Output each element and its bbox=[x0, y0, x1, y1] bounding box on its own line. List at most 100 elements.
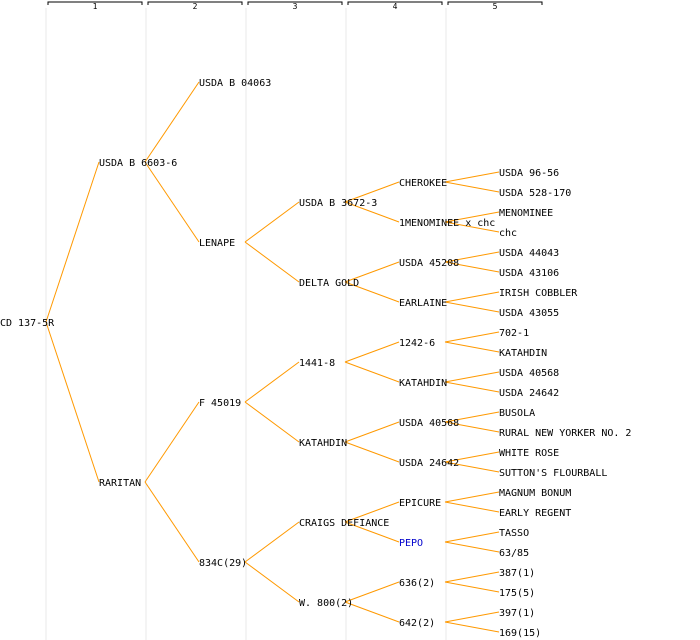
edge-n14-n28 bbox=[444, 221, 500, 233]
pedigree-edges bbox=[45, 81, 500, 633]
edge-n13-n25 bbox=[444, 171, 500, 183]
edge-n9-n17 bbox=[344, 341, 400, 363]
pedigree-node-n35: USDA 40568 bbox=[499, 368, 559, 379]
edge-n2-n5 bbox=[144, 401, 200, 483]
edge-n8-n16 bbox=[344, 281, 400, 303]
pedigree-node-n23: 636(2) bbox=[399, 578, 435, 589]
pedigree-node-n36: USDA 24642 bbox=[499, 388, 559, 399]
pedigree-node-n25: USDA 96-56 bbox=[499, 168, 559, 179]
edge-n13-n26 bbox=[444, 181, 500, 193]
edge-n2-n6 bbox=[144, 481, 200, 563]
pedigree-node-n31: IRISH COBBLER bbox=[499, 288, 578, 299]
edge-n24-n48 bbox=[444, 621, 500, 633]
edge-n7-n14 bbox=[344, 201, 400, 223]
pedigree-node-n32: USDA 43055 bbox=[499, 308, 559, 319]
edge-n11-n21 bbox=[344, 501, 400, 523]
pedigree-node-n15: USDA 45208 bbox=[399, 258, 459, 269]
pedigree-node-n26: USDA 528-170 bbox=[499, 188, 571, 199]
generation-bracket-1 bbox=[47, 1, 143, 5]
edge-n9-n18 bbox=[344, 361, 400, 383]
pedigree-node-n46: 175(5) bbox=[499, 588, 535, 599]
pedigree-node-n9: 1441-8 bbox=[299, 358, 335, 369]
pedigree-node-n16: EARLAINE bbox=[399, 298, 447, 309]
pedigree-node-n43: TASSO bbox=[499, 528, 529, 539]
edge-n16-n31 bbox=[444, 291, 500, 303]
pedigree-node-n11: CRAIGS DEFIANCE bbox=[299, 518, 389, 529]
pedigree-node-n45: 387(1) bbox=[499, 568, 535, 579]
edge-n20-n39 bbox=[444, 451, 500, 463]
edge-n6-n11 bbox=[244, 521, 300, 563]
pedigree-node-n10: KATAHDIN bbox=[299, 438, 347, 449]
pedigree-node-n12: W. 800(2) bbox=[299, 598, 353, 609]
pedigree-node-n33: 702-1 bbox=[499, 328, 529, 339]
pedigree-node-n5: F 45019 bbox=[199, 398, 241, 409]
edge-n17-n34 bbox=[444, 341, 500, 353]
generation-bracket-4 bbox=[347, 1, 443, 5]
pedigree-node-n4: LENAPE bbox=[199, 238, 235, 249]
pedigree-node-n7: USDA B 3672-3 bbox=[299, 198, 377, 209]
generation-header-4: 4 bbox=[393, 2, 398, 11]
pedigree-node-n39: WHITE ROSE bbox=[499, 448, 559, 459]
pedigree-node-n8: DELTA GOLD bbox=[299, 278, 359, 289]
edge-n10-n20 bbox=[344, 441, 400, 463]
edge-n1-n3 bbox=[144, 81, 200, 163]
generation-header-2: 2 bbox=[193, 2, 198, 11]
edge-n24-n47 bbox=[444, 611, 500, 623]
pedigree-node-n17: 1242-6 bbox=[399, 338, 435, 349]
pedigree-node-n0: CD 137-5R bbox=[0, 318, 55, 329]
edge-n11-n22 bbox=[344, 521, 400, 543]
pedigree-node-n22[interactable]: PEPO bbox=[399, 538, 423, 549]
edge-n14-n27 bbox=[444, 211, 500, 223]
edge-n22-n43 bbox=[444, 531, 500, 543]
pedigree-node-n34: KATAHDIN bbox=[499, 348, 547, 359]
pedigree-node-n21: EPICURE bbox=[399, 498, 441, 509]
generation-bracket-2 bbox=[147, 1, 243, 5]
edge-n15-n29 bbox=[444, 251, 500, 263]
edge-n1-n4 bbox=[144, 161, 200, 243]
edge-n21-n42 bbox=[444, 501, 500, 513]
pedigree-node-n44: 63/85 bbox=[499, 548, 529, 559]
pedigree-node-n41: MAGNUM BONUM bbox=[499, 488, 571, 499]
generation-header-1: 1 bbox=[93, 2, 98, 11]
pedigree-node-n3: USDA B 04063 bbox=[199, 78, 271, 89]
pedigree-node-n6: 834C(29) bbox=[199, 558, 247, 569]
pedigree-node-n14: 1MENOMINEE x chc bbox=[399, 218, 495, 229]
edge-n16-n32 bbox=[444, 301, 500, 313]
edge-n18-n36 bbox=[444, 381, 500, 393]
edge-n4-n8 bbox=[244, 241, 300, 283]
edge-n7-n13 bbox=[344, 181, 400, 203]
pedigree-node-n19: USDA 40568 bbox=[399, 418, 459, 429]
edge-n21-n41 bbox=[444, 491, 500, 503]
edge-n15-n30 bbox=[444, 261, 500, 273]
edge-n22-n44 bbox=[444, 541, 500, 553]
generation-header-3: 3 bbox=[293, 2, 298, 11]
pedigree-node-n37: BUSOLA bbox=[499, 408, 535, 419]
edge-n10-n19 bbox=[344, 421, 400, 443]
edge-n5-n9 bbox=[244, 361, 300, 403]
generation-headers: 1 2 3 4 5 bbox=[47, 1, 543, 11]
pedigree-node-n13: CHEROKEE bbox=[399, 178, 447, 189]
edge-n20-n40 bbox=[444, 461, 500, 473]
pedigree-node-n42: EARLY REGENT bbox=[499, 508, 571, 519]
pedigree-node-n48: 169(15) bbox=[499, 628, 541, 639]
column-guides bbox=[45, 8, 447, 640]
pedigree-node-n20: USDA 24642 bbox=[399, 458, 459, 469]
edge-n0-n2 bbox=[45, 321, 100, 483]
edge-n8-n15 bbox=[344, 261, 400, 283]
edge-n19-n37 bbox=[444, 411, 500, 423]
pedigree-node-n18: KATAHDIN bbox=[399, 378, 447, 389]
edge-n23-n45 bbox=[444, 571, 500, 583]
edge-n6-n12 bbox=[244, 561, 300, 603]
edge-n23-n46 bbox=[444, 581, 500, 593]
edge-n19-n38 bbox=[444, 421, 500, 433]
generation-bracket-3 bbox=[247, 1, 343, 5]
pedigree-node-n27: MENOMINEE bbox=[499, 208, 553, 219]
pedigree-node-n40: SUTTON'S FLOURBALL bbox=[499, 468, 607, 479]
pedigree-node-n29: USDA 44043 bbox=[499, 248, 559, 259]
generation-header-5: 5 bbox=[493, 2, 498, 11]
pedigree-node-n24: 642(2) bbox=[399, 618, 435, 629]
edge-n12-n24 bbox=[344, 601, 400, 623]
